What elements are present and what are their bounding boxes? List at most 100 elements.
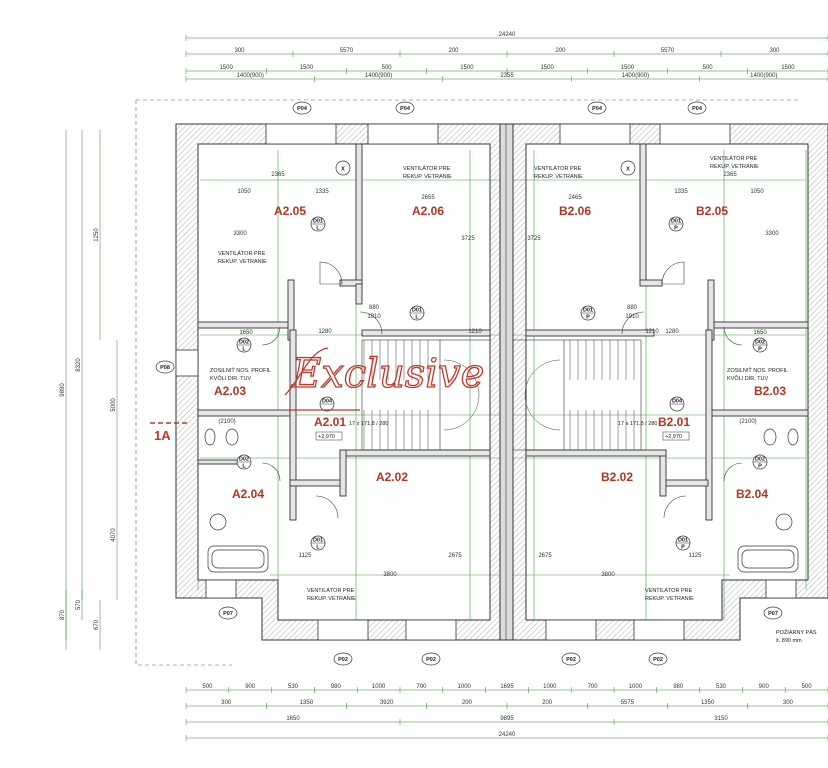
svg-text:D01: D01 <box>313 538 323 544</box>
dim-text: 1500 <box>621 65 635 71</box>
room-label: A2.06 <box>412 204 444 218</box>
dim-text: 9895 <box>500 716 514 722</box>
svg-text:P02: P02 <box>338 657 348 663</box>
dim-text: 530 <box>716 684 727 690</box>
svg-text:D04: D04 <box>322 399 333 405</box>
inner-dim-text: 1280 <box>318 329 332 335</box>
bath-fixtures <box>204 428 799 573</box>
inner-dim-text: 2365 <box>723 172 737 178</box>
dim-text: 500 <box>703 65 714 71</box>
inner-dim-text: 1335 <box>674 189 688 195</box>
element-tag: P07 <box>218 606 238 620</box>
section-label: 1A <box>154 428 171 443</box>
annotation-text: REKUP. VETRANIE <box>645 596 694 602</box>
inner-dim-text: 2675 <box>538 553 552 559</box>
inner-dim-text: 1910 <box>367 314 381 320</box>
level-mark: +2,970 <box>662 431 690 441</box>
element-tag: P04 <box>587 101 607 115</box>
dim-text: 980 <box>331 684 342 690</box>
element-tag: P04 <box>395 101 415 115</box>
dim-text: 1000 <box>458 684 472 690</box>
inner-dim-text: 1210 <box>468 329 482 335</box>
room-label: A2.04 <box>232 487 264 501</box>
svg-text:P: P <box>758 347 762 353</box>
dim-text: 200 <box>542 700 553 706</box>
room-label: B2.04 <box>736 487 768 501</box>
dim-text: 200 <box>448 48 459 54</box>
windows <box>175 123 797 641</box>
annotation-text: VENTILÁTOR PRE <box>218 250 266 257</box>
annotation-text: ZOSILNIŤ NOS. PROFIL <box>210 366 271 374</box>
svg-text:D04: D04 <box>672 399 683 405</box>
dim-text: 1000 <box>543 684 557 690</box>
svg-text:X: X <box>626 167 630 173</box>
svg-text:P08: P08 <box>160 365 170 371</box>
stair-turn <box>443 359 480 431</box>
dim-text: 900 <box>245 684 256 690</box>
svg-text:L: L <box>316 226 320 232</box>
dim-text: 700 <box>588 684 599 690</box>
door-tag: D04 <box>319 396 335 412</box>
svg-text:P04: P04 <box>400 106 411 112</box>
inner-dim-text: 1650 <box>753 330 767 336</box>
svg-text:P07: P07 <box>223 611 233 617</box>
dim-text: 5575 <box>621 700 635 706</box>
dim-text: 2355 <box>500 73 514 79</box>
dim-text: 1400(900) <box>365 73 392 79</box>
svg-text:D01: D01 <box>678 538 688 544</box>
level-mark: +2,970 <box>315 431 343 441</box>
annotation-text: REKUP. VETRANIE <box>307 596 356 602</box>
inner-dim-text: 1335 <box>315 189 329 195</box>
inner-dim-text: (2100) <box>739 419 756 425</box>
element-tag: P08 <box>155 360 175 374</box>
dim-text: 300 <box>221 700 232 706</box>
stair-steps <box>363 340 635 450</box>
watermark-logo: Exclusive <box>284 347 485 411</box>
element-tag: P04 <box>687 101 707 115</box>
dim-text-v: 870 <box>60 609 66 620</box>
dim-text: 24240 <box>499 32 516 38</box>
inner-dim-text: 1210 <box>645 329 659 335</box>
svg-text:P02: P02 <box>566 657 576 663</box>
door-swings <box>261 261 743 519</box>
inner-dim-text: 3800 <box>601 572 615 578</box>
inner-dim-text: 3725 <box>461 236 475 242</box>
svg-text:L: L <box>242 464 246 470</box>
dashed-outline <box>135 99 800 666</box>
inner-dim-text: 3300 <box>765 231 779 237</box>
room-label: A2.03 <box>214 384 246 398</box>
annotation-text: š. 890 mm <box>776 638 802 644</box>
svg-text:D01: D01 <box>412 308 422 314</box>
annotation-text: REKUP. VETRANIE <box>534 174 583 180</box>
room-label: A2.01 <box>314 415 346 429</box>
svg-text:D02: D02 <box>239 457 249 463</box>
dim-text-v: 670 <box>94 619 100 630</box>
inner-dim-text: 1910 <box>625 314 639 320</box>
element-tag: P02 <box>421 652 441 666</box>
inner-dim-text: 2675 <box>448 553 462 559</box>
svg-text:P07: P07 <box>768 611 778 617</box>
annotation-text: VENTILÁTOR PRE <box>534 165 582 172</box>
svg-text:P: P <box>674 226 678 232</box>
dim-text: 1695 <box>500 684 514 690</box>
svg-text:D01: D01 <box>671 219 681 225</box>
svg-text:P04: P04 <box>692 106 703 112</box>
svg-text:P02: P02 <box>653 657 663 663</box>
annotation-text: VENTILÁTOR PRE <box>710 155 758 162</box>
dim-text: 1500 <box>540 65 554 71</box>
inner-dim-text: 3800 <box>383 572 397 578</box>
dim-text: 1400(900) <box>750 73 777 79</box>
inner-dim-text: 880 <box>627 305 638 311</box>
annotation-text: REKUP. VETRANIE <box>218 259 267 265</box>
svg-text:L: L <box>242 347 246 353</box>
element-tag: P07 <box>763 606 783 620</box>
dim-text: 200 <box>462 700 473 706</box>
